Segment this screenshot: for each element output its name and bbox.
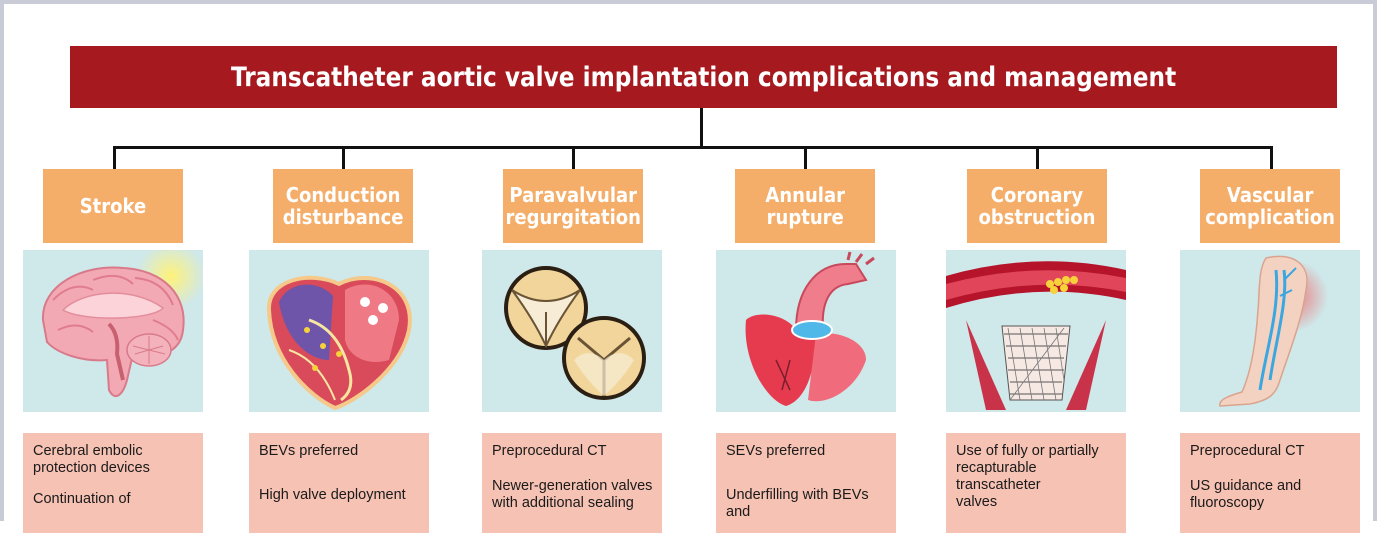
complication-label-stroke: Stroke [43,169,183,243]
management-item: Cerebral embolic protection devices [33,443,195,477]
complication-label-text: Paravalvular regurgitation [505,184,640,228]
management-item: Underfilling with BEVs and [726,487,888,521]
connector-drop-1 [113,146,116,169]
prosthetic-valve-icon [482,250,662,412]
management-item: High valve deployment [259,487,421,504]
coronary-stent-icon [946,250,1126,412]
connector-trunk [700,108,703,148]
management-box-paravalvular: Preprocedural CT Newer-generation valves… [482,433,662,533]
leg-vessels-icon [1180,250,1360,412]
management-item: Newer-generation valves with additional … [492,478,654,512]
complication-label-text: Vascular complication [1205,184,1335,228]
connector-drop-3 [572,146,575,169]
complication-label-text: Stroke [80,195,147,217]
complication-label-conduction: Conduction disturbance [273,169,413,243]
aortic-annulus-icon [716,250,896,412]
management-box-coronary: Use of fully or partially recapturable t… [946,433,1126,533]
management-box-vascular: Preprocedural CT US guidance and fluoros… [1180,433,1360,533]
complication-label-text: Coronary obstruction [979,184,1096,228]
connector-drop-4 [804,146,807,169]
management-item: Preprocedural CT [1190,443,1352,460]
complication-label-vascular: Vascular complication [1200,169,1340,243]
connector-drop-5 [1036,146,1039,169]
management-box-conduction: BEVs preferred High valve deployment [249,433,429,533]
heart-conduction-icon [249,250,429,412]
title-banner: Transcatheter aortic valve implantation … [70,46,1337,108]
management-item: Use of fully or partially recapturable t… [956,443,1118,511]
connector-horizontal [113,146,1273,149]
management-item: Continuation of [33,491,195,508]
management-item: Preprocedural CT [492,443,654,460]
management-item: BEVs preferred [259,443,421,460]
management-box-stroke: Cerebral embolic protection devices Cont… [23,433,203,533]
management-item: US guidance and fluoroscopy [1190,478,1352,512]
management-item: SEVs preferred [726,443,888,460]
complication-label-coronary: Coronary obstruction [967,169,1107,243]
complication-label-text: Conduction disturbance [283,184,404,228]
connector-drop-6 [1270,146,1273,169]
complication-label-paravalvular: Paravalvular regurgitation [503,169,643,243]
brain-icon [23,250,203,412]
management-box-annular: SEVs preferred Underfilling with BEVs an… [716,433,896,533]
figure-title: Transcatheter aortic valve implantation … [231,62,1176,93]
complication-label-annular: Annular rupture [735,169,875,243]
connector-drop-2 [342,146,345,169]
complication-label-text: Annular rupture [765,184,845,228]
